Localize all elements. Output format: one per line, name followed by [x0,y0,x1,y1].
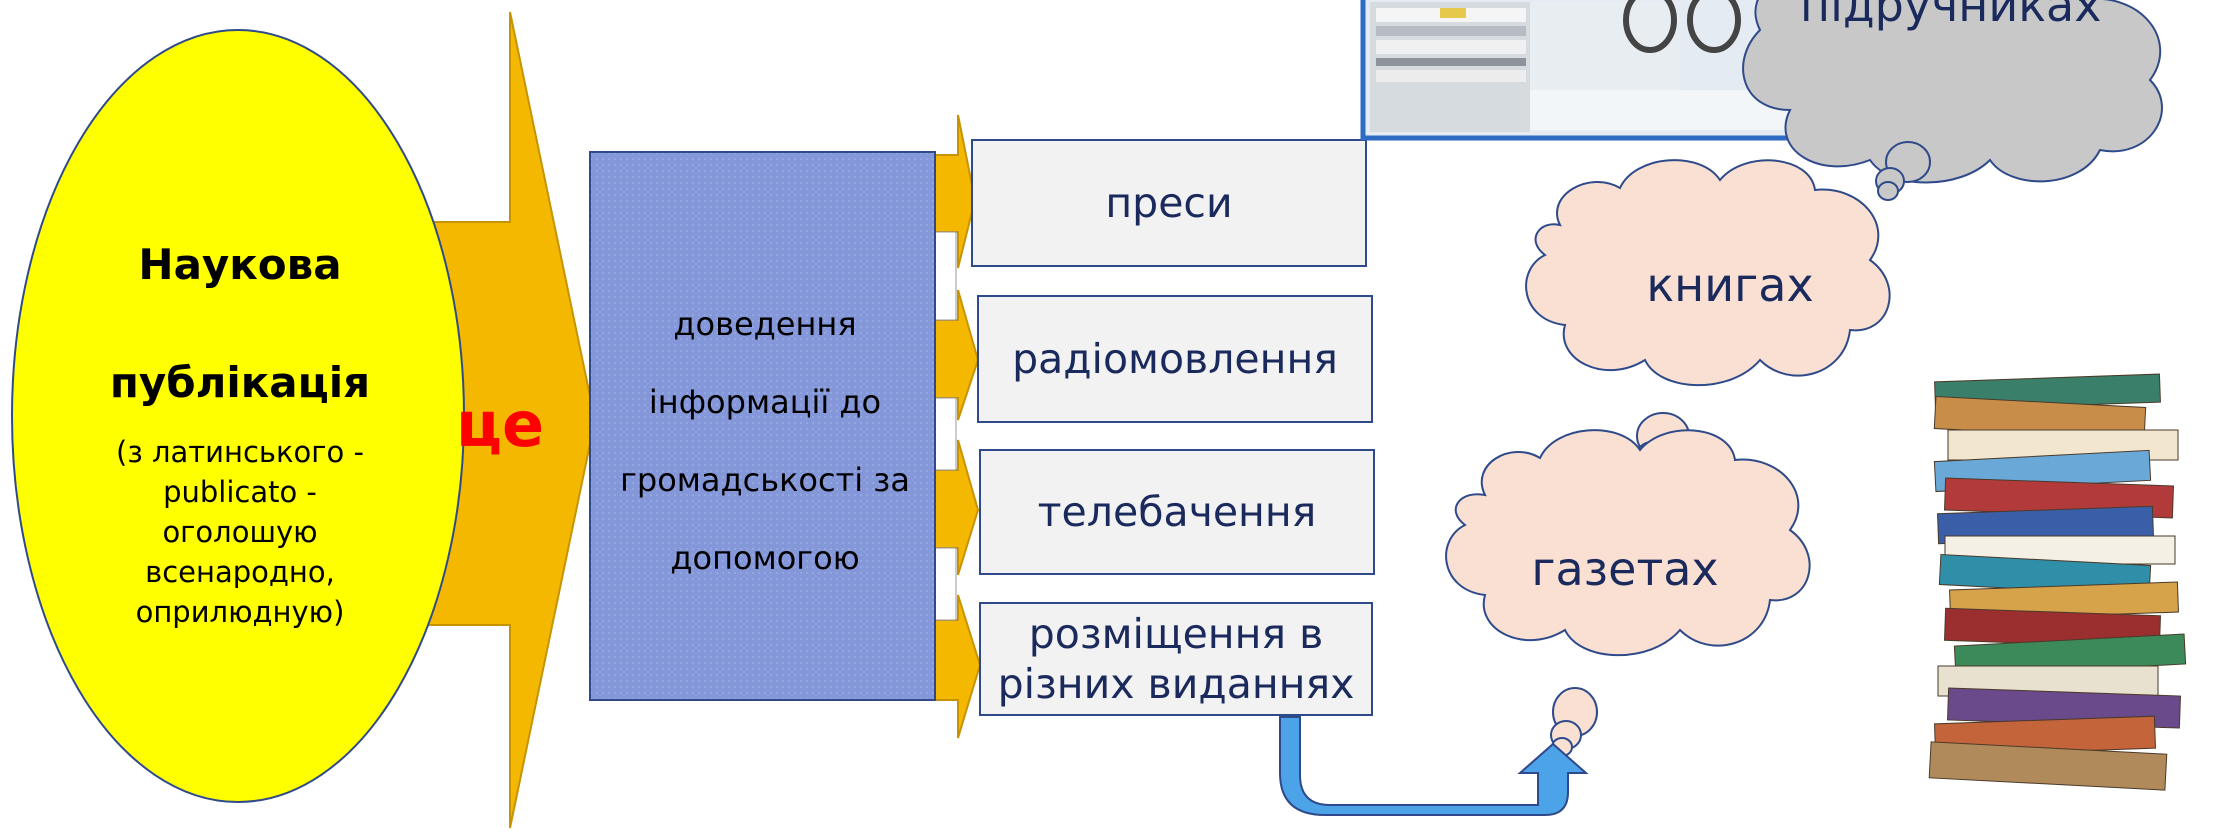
media-item-radio: радіомовлення [1012,335,1338,383]
blue-block-text: доведення інформації до громадськості за… [620,305,910,577]
curved-arrow [1279,716,1589,816]
textbooks-cloud-label: підручниках [1800,0,2102,32]
publication-subtitle: (з латинського - publicato - оголошую вс… [116,435,364,629]
newspapers-cloud-label: газетах [1531,542,1719,596]
big-arrow [424,11,597,829]
blue-block [589,151,936,701]
textbooks-cloud [1742,0,2163,201]
science-publication-ellipse [11,29,465,803]
publication-title-line2: публікація [109,358,371,407]
small-arrows [931,114,982,739]
media-item-tv: телебачення [1037,488,1317,536]
books-cloud [1525,159,1891,478]
media-item-publications: розміщення в різних виданнях [997,610,1355,708]
book-stack-image [1928,373,2187,791]
publication-title-line1: Наукова [138,240,342,289]
connector-word: це [455,388,544,461]
newspapers-cloud [1445,429,1811,757]
media-item-press: преси [1105,179,1233,227]
media-boxes [971,139,1375,716]
books-cloud-label: книгах [1646,258,1814,312]
